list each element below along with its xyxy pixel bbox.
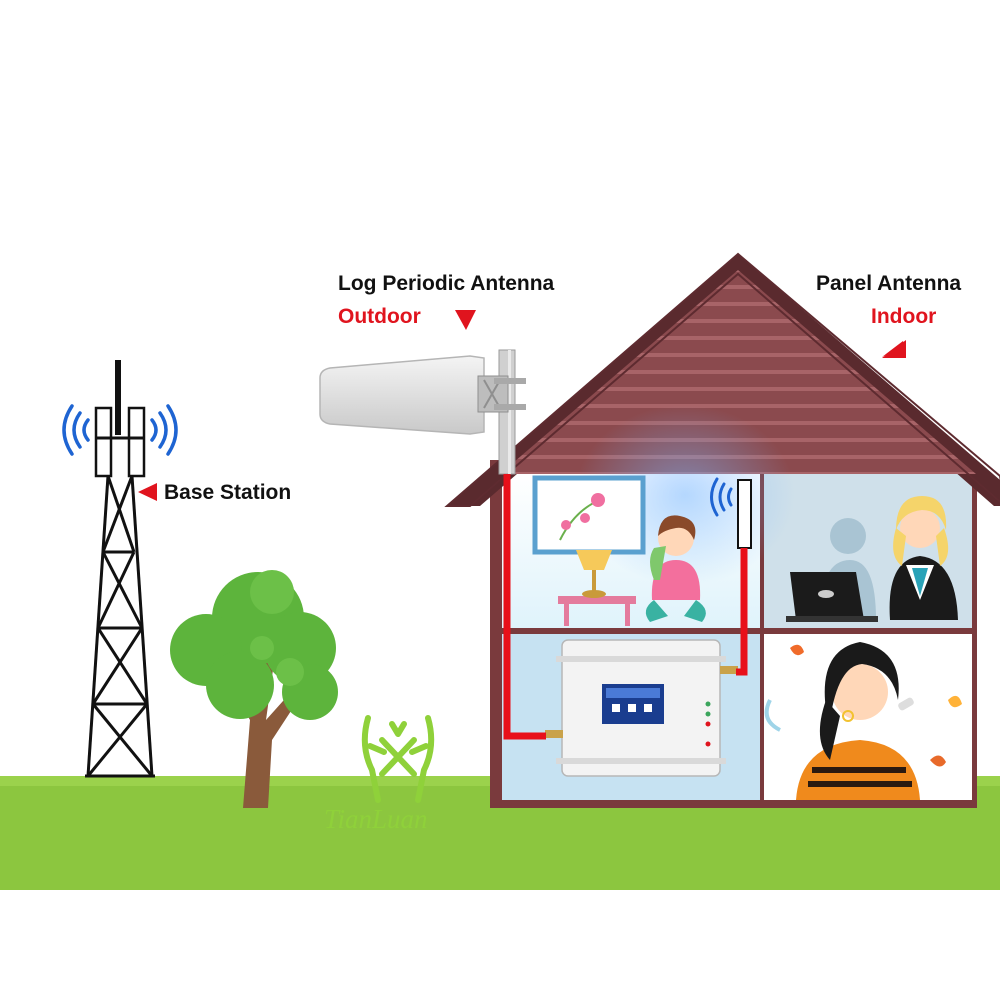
label-log-periodic-antenna: Log Periodic Antenna (338, 272, 555, 295)
tree (170, 570, 338, 808)
red-triangle-pointer-icon (882, 341, 905, 357)
label-panel-antenna: Panel Antenna (816, 272, 962, 295)
signal-waves-icon (150, 404, 178, 456)
base-station-tower (62, 360, 178, 778)
signal-waves-icon (710, 477, 733, 517)
log-periodic-antenna (319, 349, 526, 475)
signal-waves-icon (62, 404, 90, 456)
panel-antenna (710, 477, 752, 549)
tianluan-logo-icon (361, 715, 435, 803)
girl-on-phone-scene (532, 475, 706, 626)
coax-cable (503, 474, 748, 740)
red-triangle-pointer-icon (882, 340, 906, 358)
label-base-station: Base Station (164, 481, 292, 504)
logo-text: TianLuan (324, 804, 428, 834)
label-outdoor: Outdoor (338, 305, 421, 328)
office-worker-scene (786, 496, 958, 622)
woman-on-phone-scene (764, 642, 962, 800)
signal-repeater (545, 639, 738, 777)
red-triangle-pointer-icon (138, 483, 157, 501)
red-triangle-pointer-icon (455, 310, 476, 330)
label-indoor: Indoor (871, 305, 937, 328)
